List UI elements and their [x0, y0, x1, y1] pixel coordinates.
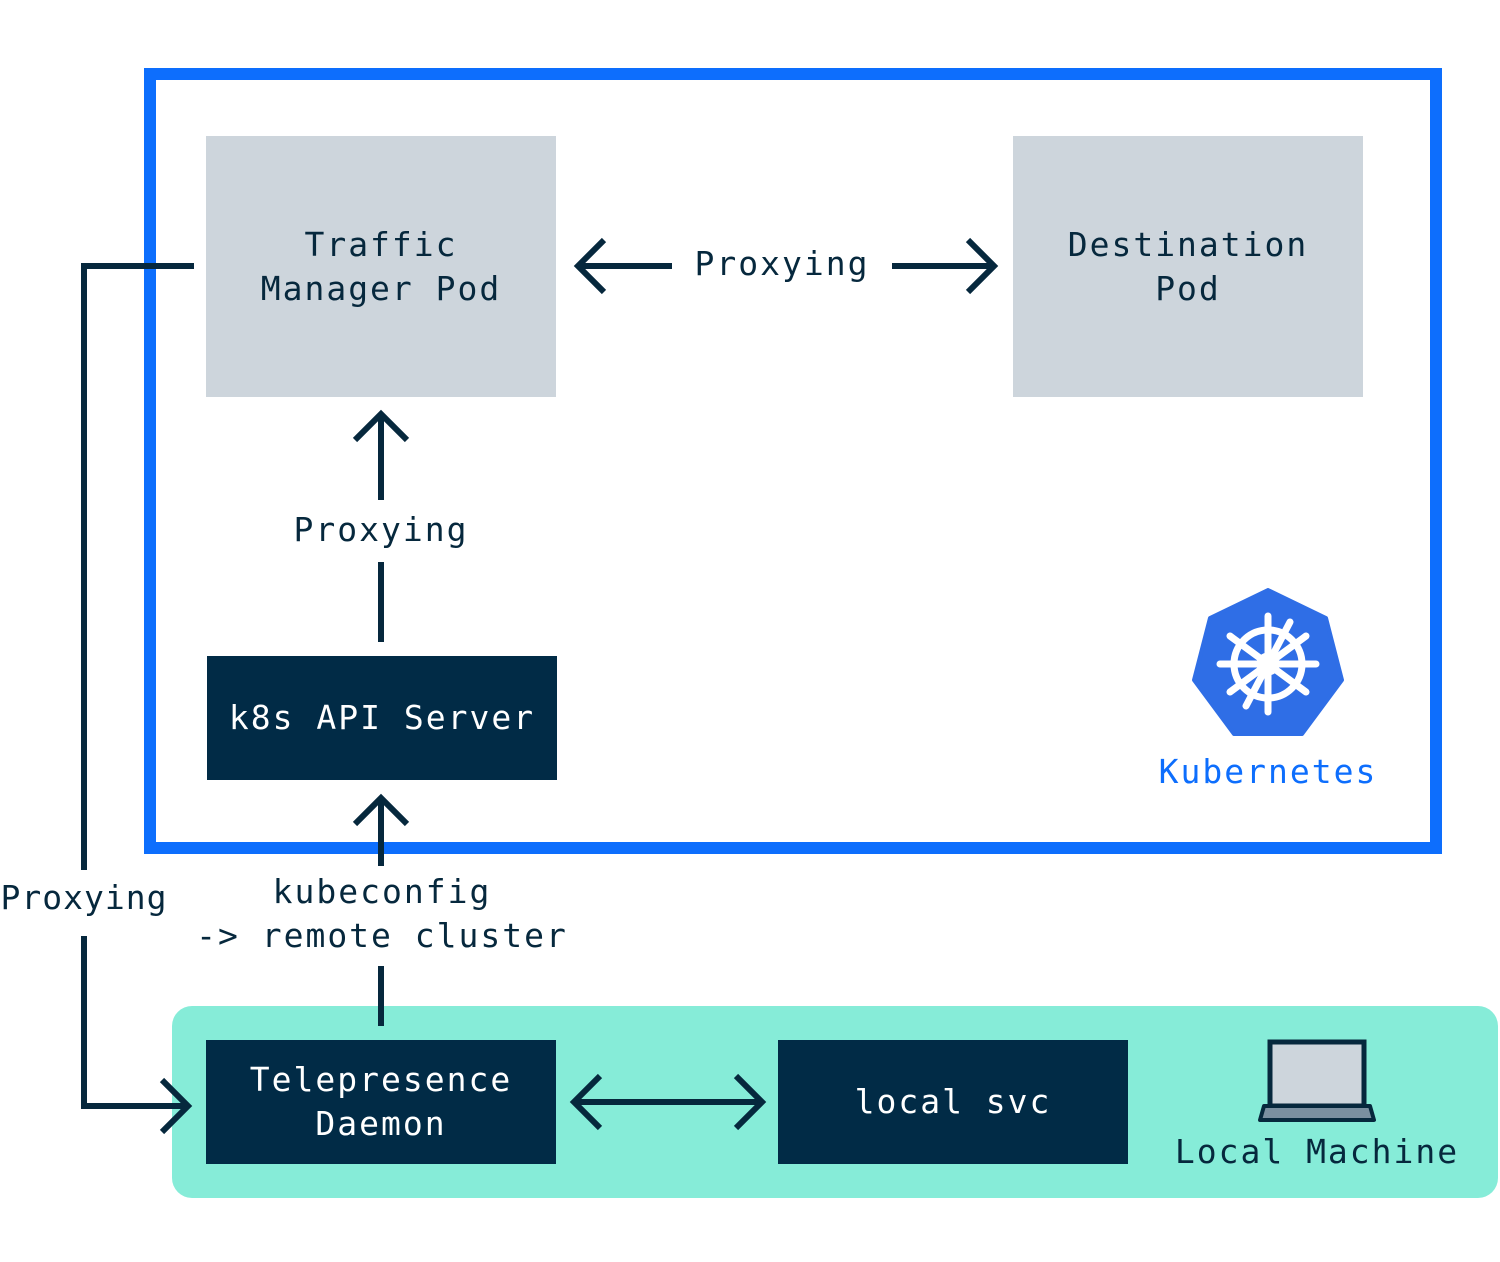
- edge-label-tm-destination: Proxying: [682, 242, 882, 286]
- arrowhead-left-icon: [573, 237, 607, 295]
- traffic-manager-pod-node: Traffic Manager Pod: [206, 136, 556, 397]
- edge-line-tm-daemon-bottom: [81, 936, 188, 1109]
- k8s-api-server-node: k8s API Server: [207, 656, 557, 780]
- destination-pod-label: Destination Pod: [1067, 224, 1309, 308]
- edge-label-daemon-api: kubeconfig -> remote cluster: [186, 870, 578, 958]
- k8s-api-server-label: k8s API Server: [228, 698, 536, 737]
- edge-line-tm-daemon-top: [81, 263, 194, 870]
- traffic-manager-pod-label: Traffic Manager Pod: [260, 224, 502, 308]
- destination-pod-node: Destination Pod: [1013, 136, 1363, 397]
- local-machine-label: Local Machine: [1174, 1132, 1460, 1171]
- local-svc-node: local svc: [778, 1040, 1128, 1164]
- edge-label-tm-daemon: Proxying: [0, 876, 168, 920]
- laptop-icon: [1258, 1039, 1376, 1122]
- arrowhead-up-icon: [352, 793, 410, 827]
- arrowhead-right-icon: [159, 1077, 193, 1135]
- arrowhead-left-icon: [569, 1073, 603, 1131]
- arrowhead-right-icon: [733, 1073, 767, 1131]
- kubernetes-logo-icon: [1192, 588, 1344, 736]
- arrowhead-up-icon: [352, 409, 410, 443]
- telepresence-daemon-node: Telepresence Daemon: [206, 1040, 556, 1164]
- edge-label-api-tm: Proxying: [281, 508, 481, 552]
- local-svc-label: local svc: [854, 1082, 1052, 1121]
- kubernetes-label: Kubernetes: [1158, 752, 1378, 791]
- telepresence-daemon-label: Telepresence Daemon: [249, 1060, 513, 1143]
- arrowhead-right-icon: [965, 237, 999, 295]
